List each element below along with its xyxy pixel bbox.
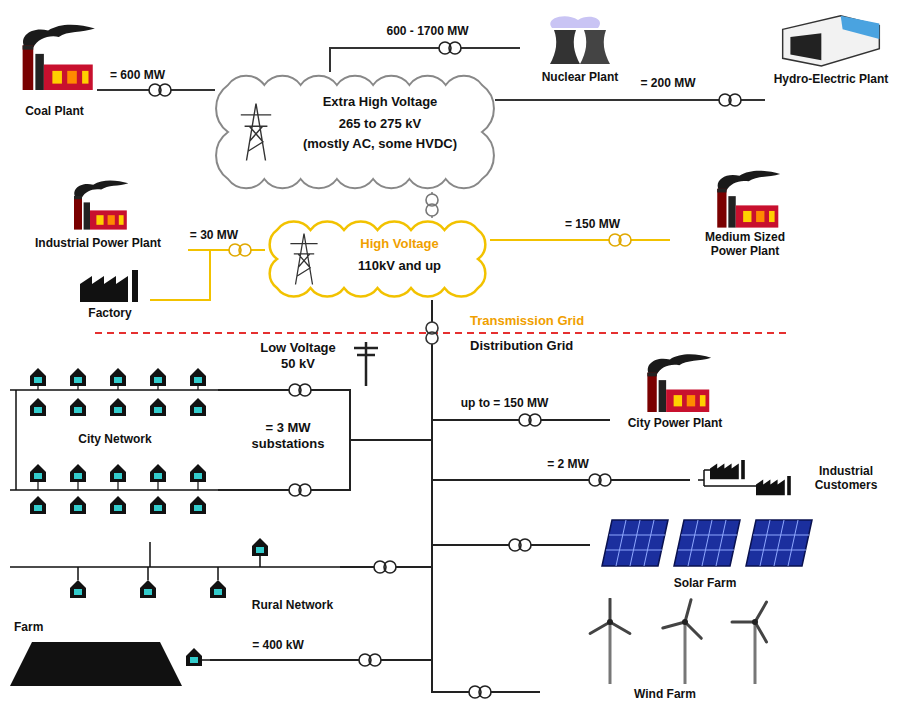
power-line [490, 239, 670, 241]
grid-name: Transmission Grid [470, 313, 600, 329]
wind-farm: Wind Farm [540, 598, 790, 706]
transformer-symbol [288, 483, 312, 497]
power-line [432, 300, 590, 545]
transformer-symbol [373, 560, 397, 574]
power-line [210, 300, 432, 660]
factory-icon [80, 270, 140, 302]
node-label: Solar Farm [590, 576, 820, 590]
node-label: 265 to 275 kV [285, 116, 475, 132]
utility-pole [354, 342, 378, 386]
transformer-symbol [358, 653, 382, 667]
power-rating: = 400 kW [238, 638, 318, 652]
wind-turbines [540, 598, 790, 686]
grid-name: Distribution Grid [470, 338, 600, 354]
medium-plant: Medium Sized Power Plant [670, 168, 820, 268]
node-label: City Network [50, 432, 180, 446]
farm: Farm [10, 620, 210, 692]
voltage-cloud: Extra High Voltage 265 to 275 kV (mostly A… [215, 72, 495, 192]
node-label: 110kV and up [327, 258, 472, 274]
solar-panels [590, 516, 820, 572]
transformer-symbol [518, 413, 542, 427]
voltage-note: Low Voltage 50 kV [252, 340, 344, 371]
city-power-plant: City Power Plant [610, 352, 740, 440]
transformer-symbol [468, 685, 492, 699]
node-label: Industrial Power Plant [8, 236, 188, 250]
power-line [150, 250, 265, 300]
power-rating: = 150 MW [555, 217, 630, 231]
power-rating: = 600 MW [100, 68, 175, 82]
plant-icon [12, 12, 97, 100]
pylon-icon [287, 232, 321, 286]
solar-farm: Solar Farm [590, 516, 820, 594]
hydro-plant: Hydro-Electric Plant [765, 10, 897, 115]
node-label: City Power Plant [620, 416, 730, 430]
power-line [218, 300, 432, 490]
plant-icon [708, 168, 782, 228]
power-line [432, 300, 690, 480]
node-label: Coal Plant [12, 104, 97, 118]
transformer-symbol [288, 383, 312, 397]
transformer-symbol [425, 193, 439, 217]
node-label: Medium Sized Power Plant [695, 230, 795, 259]
node-label: Industrial Customers [802, 464, 890, 493]
industrial-plant: Industrial Power Plant [8, 178, 188, 258]
node-label: Factory [70, 306, 150, 320]
power-line [432, 300, 540, 692]
cooling-towers-icon [530, 14, 630, 64]
transformer-symbol [608, 233, 632, 247]
power-line [340, 300, 432, 567]
rural-network: Rural Network [10, 528, 340, 620]
factory: Factory [70, 270, 150, 324]
power-rating: = 200 MW [628, 76, 708, 90]
power-rating: = 30 MW [178, 228, 250, 242]
power-line [218, 300, 432, 440]
coal-plant: Coal Plant [12, 12, 97, 124]
plant-icon [66, 178, 130, 230]
industrial-customers: Industrial Customers [690, 458, 900, 506]
node-label: Hydro-Electric Plant [765, 72, 897, 86]
node-label: Nuclear Plant [520, 70, 640, 84]
power-line [330, 48, 520, 72]
transformer-symbol [148, 83, 172, 97]
city-network: City Network [10, 360, 218, 520]
node-label: (mostly AC, some HVDC) [285, 136, 475, 152]
node-label: Farm [14, 620, 74, 634]
substation-note: = 3 MW substations [238, 420, 338, 451]
transformer-symbol [438, 41, 462, 55]
dam-icon [781, 10, 881, 68]
nuclear-plant: Nuclear Plant [520, 14, 640, 94]
node-label: High Voltage [327, 236, 472, 252]
power-rating: up to = 150 MW [452, 396, 557, 410]
transformer-symbol [228, 243, 252, 257]
transformer-symbol [425, 321, 439, 345]
transformer-symbol [588, 473, 612, 487]
node-label: Wind Farm [540, 687, 790, 701]
power-line [432, 300, 610, 420]
factory-icon [698, 458, 798, 498]
transformer-symbol [718, 93, 742, 107]
transformer-symbol [508, 538, 532, 552]
node-label: Rural Network [245, 598, 340, 612]
power-rating: = 2 MW [538, 457, 598, 471]
node-label: Extra High Voltage [285, 94, 475, 110]
voltage-cloud: High Voltage 110kV and up [265, 218, 490, 300]
plant-icon [638, 352, 713, 412]
pylon-icon [237, 102, 275, 162]
grid-boundary-line [95, 332, 790, 334]
power-rating: 600 - 1700 MW [370, 24, 485, 38]
